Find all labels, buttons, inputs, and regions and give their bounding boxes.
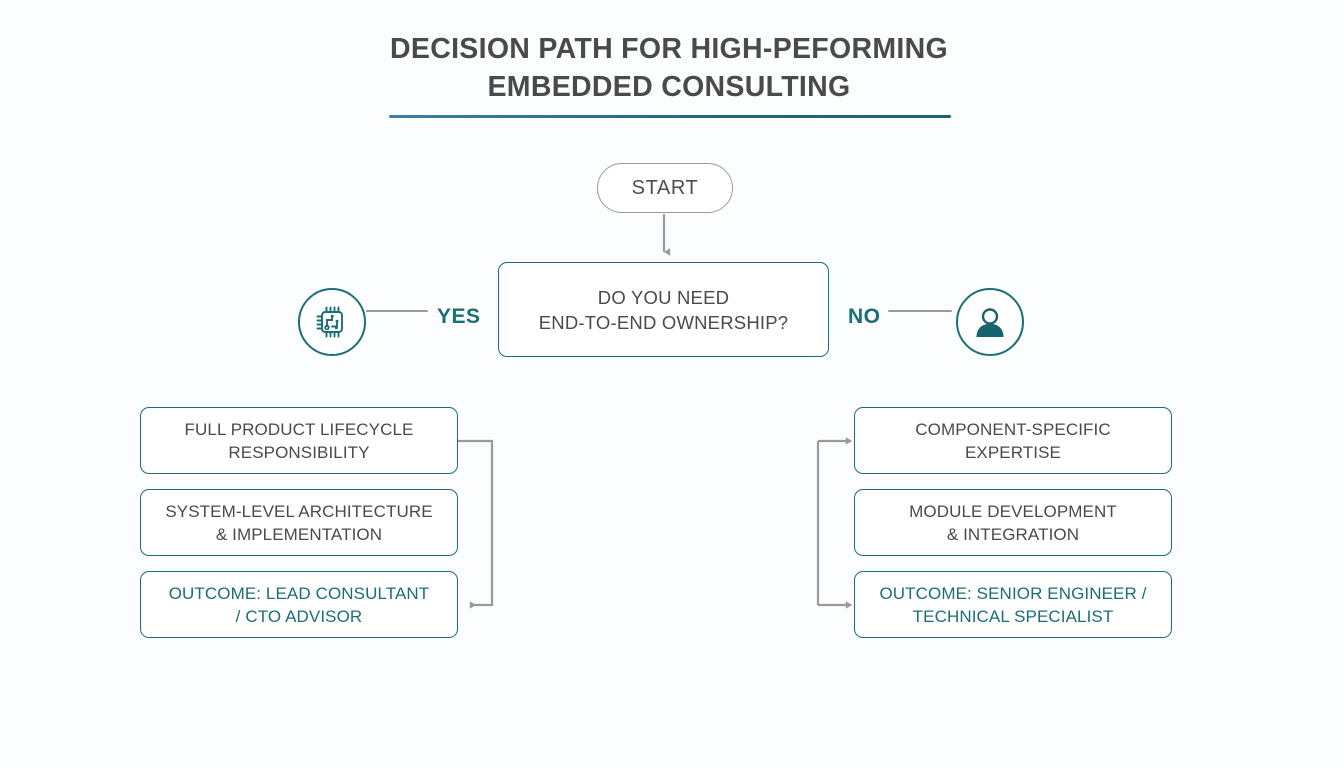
right-node-1[interactable]: COMPONENT-SPECIFIC EXPERTISE	[854, 407, 1172, 474]
yes-branch-line	[366, 310, 428, 313]
left-outcome-node[interactable]: OUTCOME: LEAD CONSULTANT / CTO ADVISOR	[140, 571, 458, 638]
decision-node-text: DO YOU NEED END-TO-END OWNERSHIP?	[539, 285, 789, 335]
left-node-2-text: SYSTEM-LEVEL ARCHITECTURE & IMPLEMENTATI…	[165, 500, 432, 546]
left-outcome-line-2: / CTO ADVISOR	[235, 606, 363, 626]
person-icon	[976, 308, 1004, 337]
microchip-icon	[316, 306, 343, 338]
page-title: DECISION PATH FOR HIGH-PEFORMING EMBEDDE…	[344, 30, 994, 106]
no-branch-line	[888, 310, 952, 313]
right-node-2[interactable]: MODULE DEVELOPMENT & INTEGRATION	[854, 489, 1172, 556]
yes-branch-icon-badge	[298, 288, 366, 356]
right-outcome-line-2: TECHNICAL SPECIALIST	[912, 606, 1114, 626]
left-node-1-line-2: RESPONSIBILITY	[228, 442, 370, 462]
left-node-1[interactable]: FULL PRODUCT LIFECYCLE RESPONSIBILITY	[140, 407, 458, 474]
title-line-2: EMBEDDED CONSULTING	[487, 71, 851, 103]
left-node-1-line-1: FULL PRODUCT LIFECYCLE	[184, 419, 414, 439]
left-node-2-line-2: & IMPLEMENTATION	[215, 524, 383, 544]
title-line-1: DECISION PATH FOR HIGH-PEFORMING	[390, 33, 948, 65]
right-outcome-node-text: OUTCOME: SENIOR ENGINEER / TECHNICAL SPE…	[879, 582, 1146, 628]
left-node-1-text: FULL PRODUCT LIFECYCLE RESPONSIBILITY	[185, 418, 414, 464]
start-node[interactable]: START	[597, 163, 733, 213]
right-outcome-node[interactable]: OUTCOME: SENIOR ENGINEER / TECHNICAL SPE…	[854, 571, 1172, 638]
right-outcome-line-1: OUTCOME: SENIOR ENGINEER /	[879, 583, 1147, 603]
right-node-2-line-2: & INTEGRATION	[946, 524, 1080, 544]
right-node-1-line-2: EXPERTISE	[964, 442, 1061, 462]
decision-node[interactable]: DO YOU NEED END-TO-END OWNERSHIP?	[498, 262, 829, 357]
left-outcome-node-text: OUTCOME: LEAD CONSULTANT / CTO ADVISOR	[169, 582, 430, 628]
left-outcome-line-1: OUTCOME: LEAD CONSULTANT	[168, 583, 430, 603]
no-branch-icon-badge	[956, 288, 1024, 356]
right-node-1-line-1: COMPONENT-SPECIFIC	[915, 419, 1111, 439]
decision-line-2: END-TO-END OWNERSHIP?	[538, 311, 789, 333]
title-underline-rule	[389, 115, 951, 118]
left-node-2[interactable]: SYSTEM-LEVEL ARCHITECTURE & IMPLEMENTATI…	[140, 489, 458, 556]
connector-left-loop	[458, 439, 494, 609]
right-node-1-text: COMPONENT-SPECIFIC EXPERTISE	[915, 418, 1110, 464]
right-node-2-text: MODULE DEVELOPMENT & INTEGRATION	[909, 500, 1117, 546]
decision-line-1: DO YOU NEED	[597, 286, 730, 308]
left-node-2-line-1: SYSTEM-LEVEL ARCHITECTURE	[165, 501, 433, 521]
no-branch-label: NO	[848, 305, 881, 328]
right-node-2-line-1: MODULE DEVELOPMENT	[909, 501, 1117, 521]
yes-branch-label: YES	[437, 305, 481, 328]
start-node-label: START	[631, 176, 699, 199]
